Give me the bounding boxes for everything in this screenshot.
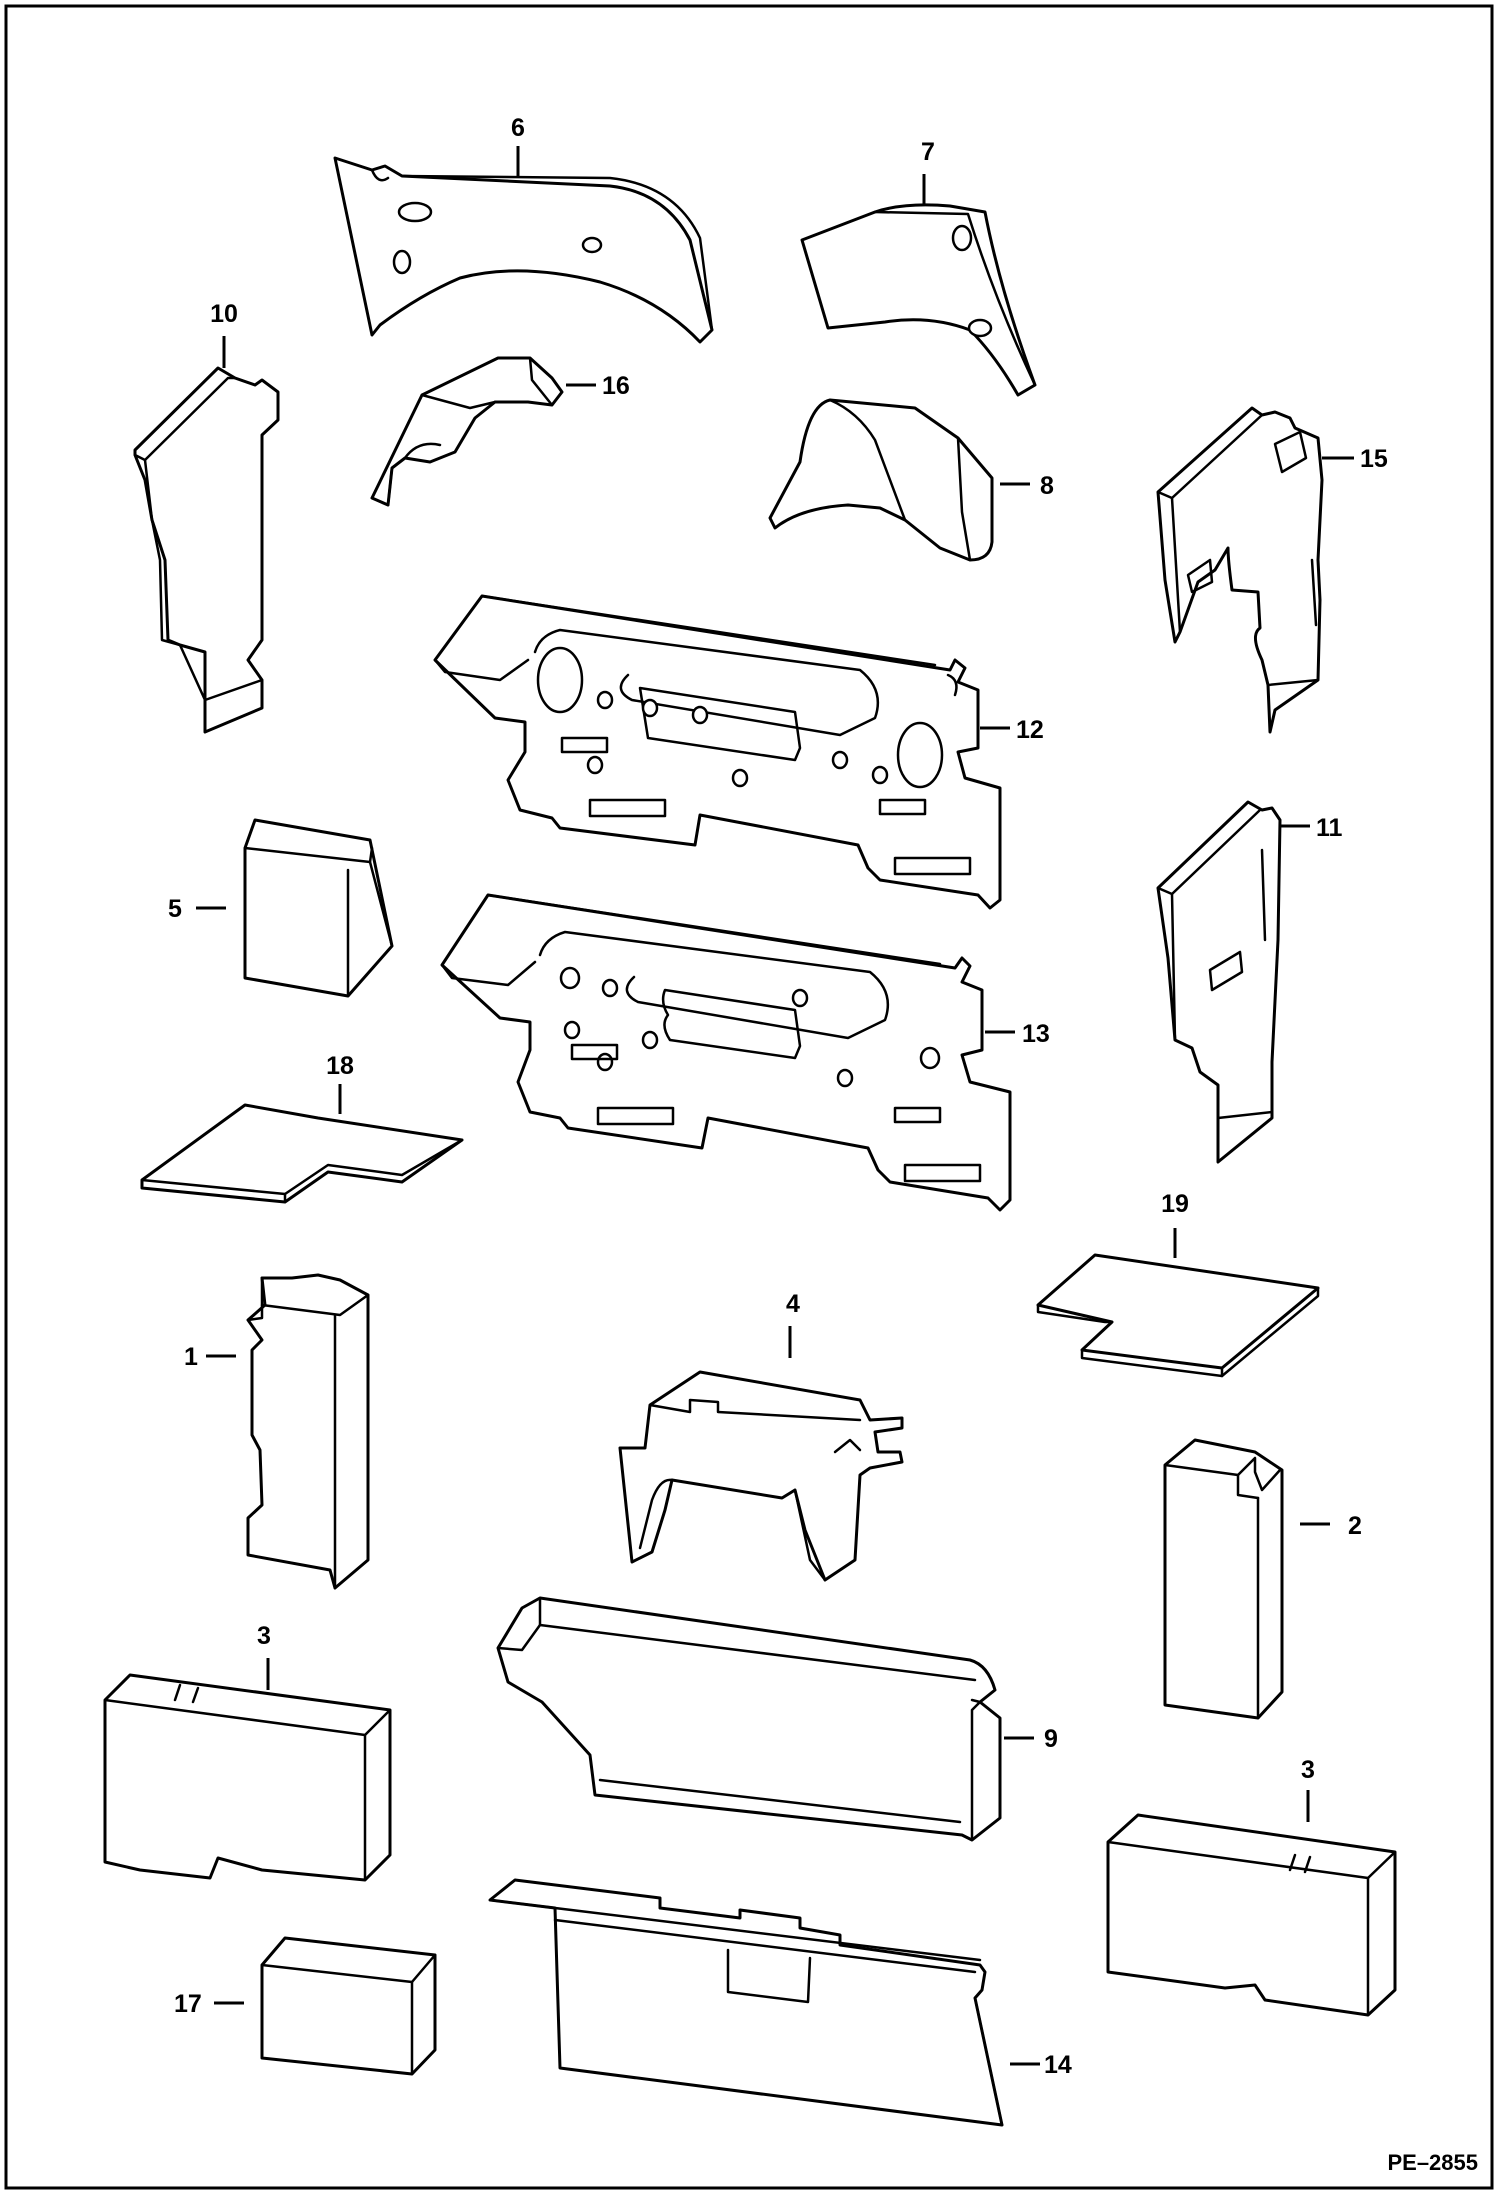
callout-17: 17 <box>174 1990 202 2018</box>
part-3-block-right <box>1106 1813 1397 2017</box>
callout-5: 5 <box>168 895 182 923</box>
callout-4: 4 <box>786 1290 800 1318</box>
part-13-firewall-pad <box>440 893 1012 1212</box>
part-16-bracket <box>370 356 564 507</box>
callout-18: 18 <box>326 1052 354 1080</box>
part-2-block <box>1163 1438 1284 1720</box>
callout-7: 7 <box>921 138 935 166</box>
part-11-panel <box>1156 800 1282 1164</box>
callout-12: 12 <box>1016 716 1044 744</box>
callout-6: 6 <box>511 114 525 142</box>
callout-14: 14 <box>1044 2051 1072 2079</box>
part-6-panel <box>333 156 714 344</box>
part-4-cover <box>618 1370 904 1582</box>
part-15-panel <box>1156 406 1324 734</box>
part-18-pad <box>140 1103 464 1204</box>
part-8-cover <box>768 398 994 562</box>
diagram-border <box>4 4 1494 2190</box>
part-3-block-left <box>103 1673 392 1882</box>
part-5-block <box>243 818 394 998</box>
part-10-panel <box>133 366 280 734</box>
part-17-block <box>260 1936 437 2076</box>
callout-2: 2 <box>1348 1512 1362 1540</box>
part-19-pad <box>1036 1253 1320 1378</box>
callout-3-right: 3 <box>1301 1756 1315 1784</box>
part-7-panel <box>800 203 1037 397</box>
part-12-firewall-pad <box>433 594 1002 910</box>
part-1-block <box>246 1273 370 1590</box>
callout-8: 8 <box>1040 472 1054 500</box>
callout-11: 11 <box>1316 814 1343 842</box>
callout-13: 13 <box>1022 1020 1050 1048</box>
callout-19: 19 <box>1161 1190 1189 1218</box>
callout-15: 15 <box>1360 445 1388 473</box>
callout-1: 1 <box>184 1343 198 1371</box>
part-9-panel <box>496 1596 1002 1842</box>
callout-3-left: 3 <box>257 1622 271 1650</box>
callout-16: 16 <box>602 372 630 400</box>
part-14-panel <box>488 1878 1004 2127</box>
callout-10: 10 <box>210 300 238 328</box>
callout-9: 9 <box>1044 1725 1058 1753</box>
figure-reference: PE–2855 <box>1387 2150 1478 2175</box>
